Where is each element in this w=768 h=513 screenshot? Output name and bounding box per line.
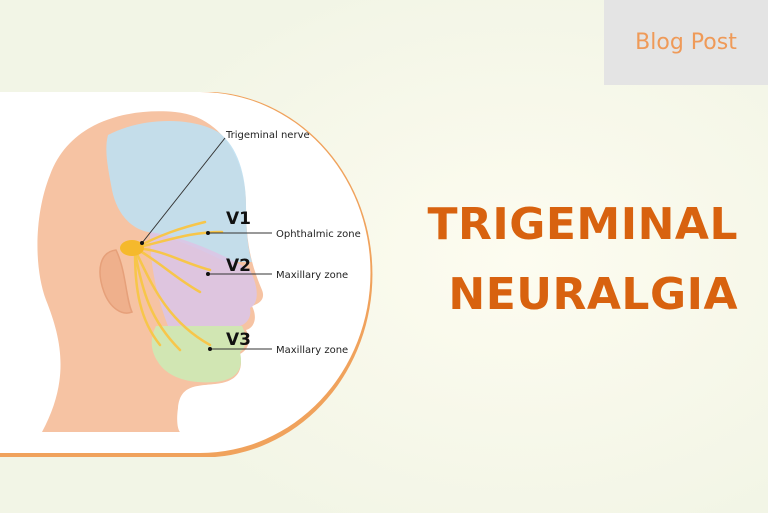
ear-shape	[99, 249, 134, 314]
trigeminal-illustration: Trigeminal nerve V1 Ophthalmic zone V2 M…	[0, 92, 373, 457]
zone-v3-area	[151, 326, 246, 383]
zone-v1-area	[106, 121, 253, 262]
blog-post-badge: Blog Post	[604, 0, 768, 85]
zone-v2-label: Maxillary zone	[276, 270, 348, 281]
zone-v2-code: V2	[226, 256, 251, 276]
title-line-2: NEURALGIA	[448, 269, 738, 320]
nerve-label: Trigeminal nerve	[225, 130, 310, 141]
zone-v1-code: V1	[226, 209, 251, 229]
leader-lines	[141, 137, 272, 350]
blog-post-label: Blog Post	[635, 30, 737, 55]
title-line-1: TRIGEMINAL	[427, 199, 738, 250]
trigeminal-ganglion	[120, 240, 144, 256]
zone-v1-label: Ophthalmic zone	[276, 229, 361, 240]
leader-dots	[140, 231, 212, 351]
zone-v2-area	[150, 232, 257, 326]
zone-v3-label: Maxillary zone	[276, 345, 348, 356]
page-title: TRIGEMINAL NEURALGIA	[427, 190, 738, 330]
zone-v3-code: V3	[226, 330, 251, 350]
